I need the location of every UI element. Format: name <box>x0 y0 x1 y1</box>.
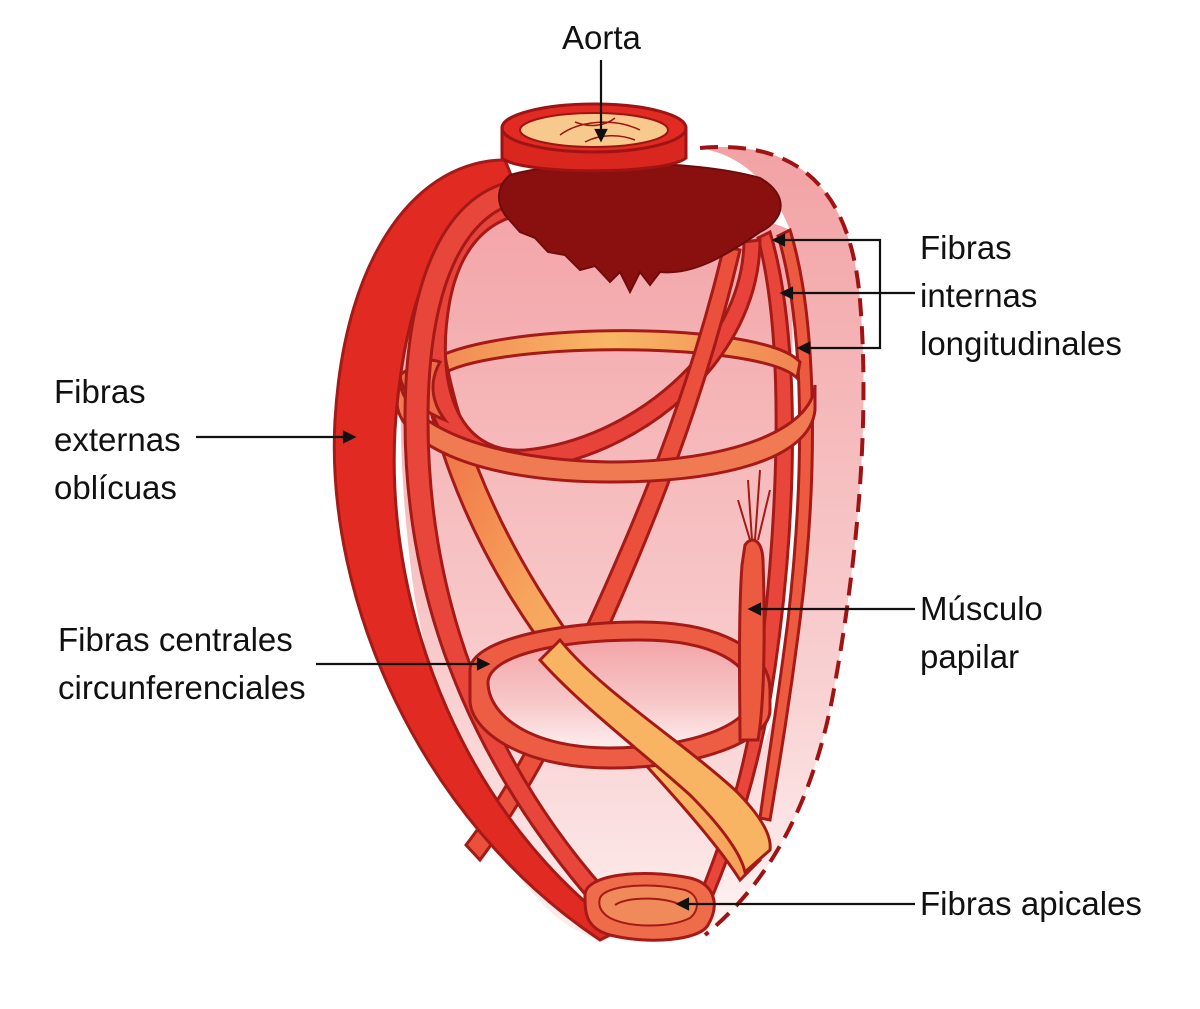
central-circumferential-ring <box>468 620 772 770</box>
label-centrales-line-2: circunferenciales <box>58 669 306 706</box>
leader-internas-bracket <box>780 238 915 350</box>
arrowhead-apicales <box>675 897 690 911</box>
arrowhead-internas-3 <box>796 341 811 355</box>
label-fibras-externas-oblicuas: Fibras externas oblícuas <box>54 368 181 512</box>
papillary-muscle <box>737 469 771 742</box>
arrowhead-aorta <box>594 128 608 143</box>
label-fibras-apicales: Fibras apicales <box>920 885 1142 922</box>
label-centrales-line-1: Fibras centrales <box>58 621 293 658</box>
diagonal-fiber <box>464 244 742 863</box>
arrowhead-musculo <box>747 602 762 616</box>
arrowhead-externas <box>342 430 357 444</box>
label-externas-line-2: externas <box>54 421 181 458</box>
label-externas-line-1: Fibras <box>54 373 146 410</box>
aorta-vessel <box>500 102 688 173</box>
label-musculo-papilar: Músculo papilar <box>920 585 1043 681</box>
label-fibras-centrales-circunferenciales: Fibras centrales circunferenciales <box>58 616 306 712</box>
label-musculo-line-2: papilar <box>920 638 1020 675</box>
label-fibras-internas-longitudinales: Fibras internas longitudinales <box>920 224 1122 368</box>
upper-band-front <box>395 374 817 484</box>
outer-oblique-fiber <box>332 158 623 942</box>
arrowhead-internas-2 <box>779 286 794 300</box>
arrowhead-internas-1 <box>771 233 786 247</box>
arrowhead-centrales <box>476 657 491 671</box>
apical-fiber-coil <box>583 872 716 942</box>
label-internas-line-2: internas <box>920 277 1038 314</box>
label-aorta: Aorta <box>562 19 641 56</box>
label-musculo-line-1: Músculo <box>920 590 1043 627</box>
leader-lines <box>196 60 915 911</box>
label-internas-line-3: longitudinales <box>920 325 1122 362</box>
label-internas-line-1: Fibras <box>920 229 1012 266</box>
helix-front-segment <box>537 637 772 875</box>
central-helix-fiber <box>412 213 762 883</box>
label-externas-line-3: oblícuas <box>54 469 177 506</box>
